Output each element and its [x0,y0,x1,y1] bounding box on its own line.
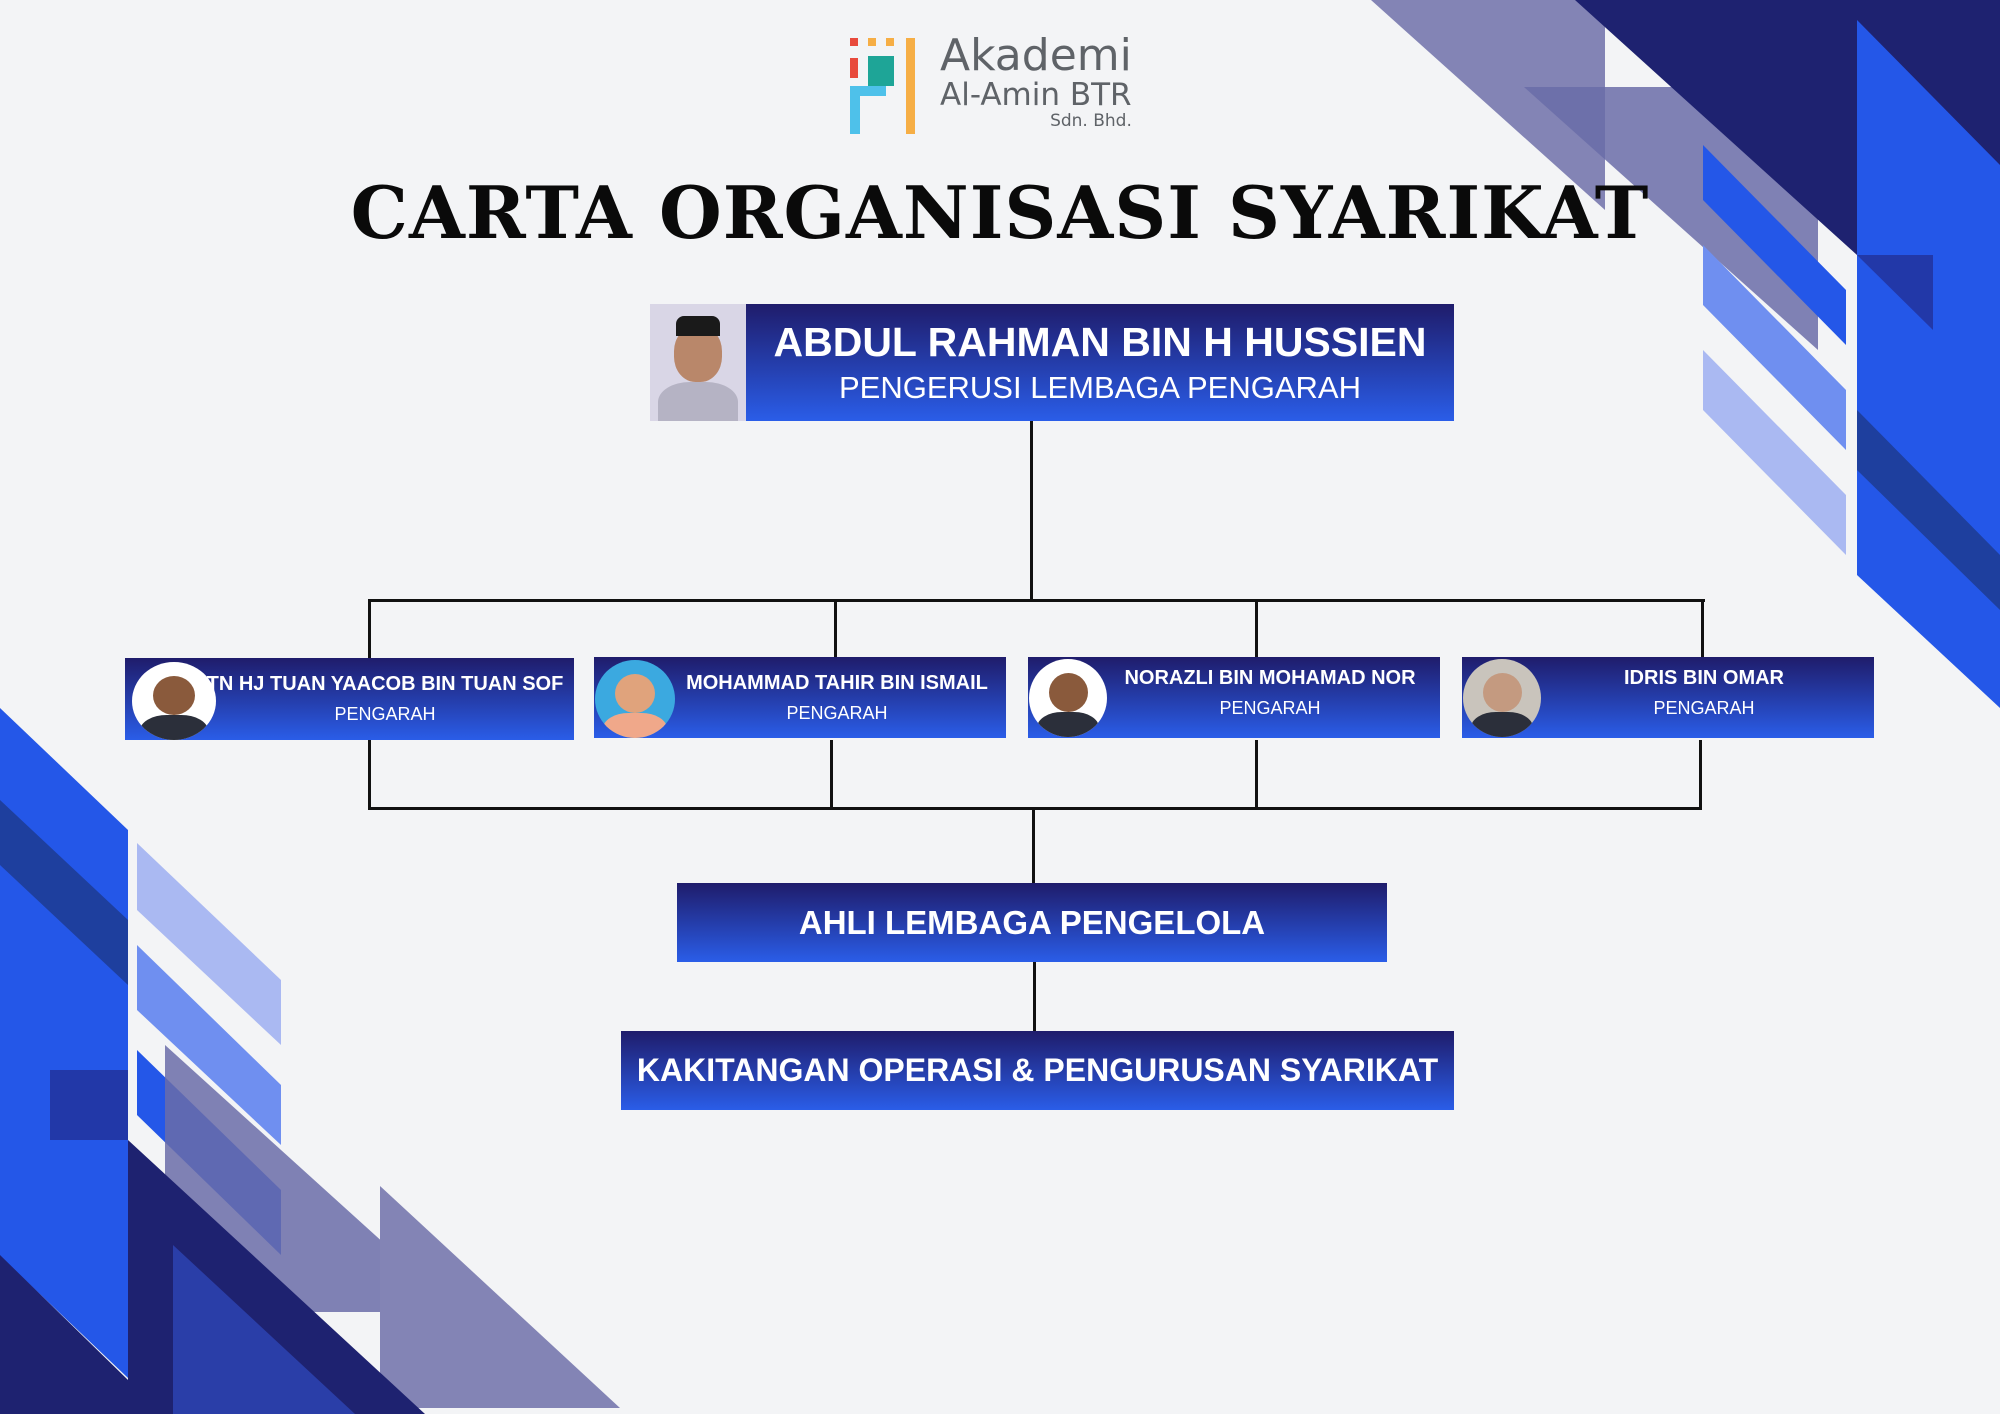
logo-line2: Al-Amin BTR [940,77,1132,113]
chairman-photo [650,304,746,421]
connector [1255,599,1258,658]
page-title: CARTA ORGANISASI SYARIKAT [350,170,1650,255]
chairman-name: ABDUL RAHMAN BIN H HUSSIEN [773,319,1427,365]
connector [1699,740,1702,810]
director-photo [1029,659,1107,737]
staff-box: KAKITANGAN OPERASI & PENGURUSAN SYARIKAT [621,1031,1454,1110]
staff-label: KAKITANGAN OPERASI & PENGURUSAN SYARIKAT [636,1052,1439,1088]
logo-line3: Sdn. Bhd. [1050,111,1132,131]
management-box: AHLI LEMBAGA PENGELOLA [677,883,1387,962]
director-role: PENGARAH [1219,698,1321,718]
director-role: PENGARAH [786,702,888,723]
director-name: MOHAMMAD TAHIR BIN ISMAIL [686,671,988,694]
connector [830,740,833,810]
connector [368,740,371,810]
director-name: TN HJ TUAN YAACOB BIN TUAN SOF [206,673,564,695]
connector [1255,740,1258,810]
logo-line1: Akademi [940,30,1132,81]
connector [368,807,1702,810]
director-name: NORAZLI BIN MOHAMAD NOR [1124,667,1416,689]
director-role: PENGARAH [334,704,436,724]
connector [1701,599,1704,658]
company-logo: Akademi Al-Amin BTR Sdn. Bhd. [848,30,1148,136]
connector [1033,962,1036,1031]
director-photo [1463,659,1541,737]
chairman-role: PENGERUSI LEMBAGA PENGARAH [839,370,1361,405]
director-photo [595,660,675,738]
director-name: IDRIS BIN OMAR [1624,667,1784,689]
director-photo [132,662,216,740]
logo-mark-icon [850,38,915,134]
connector [368,599,371,658]
connector [1032,809,1035,883]
chairman-box: ABDUL RAHMAN BIN H HUSSIEN PENGERUSI LEM… [746,304,1454,421]
connector [1030,421,1033,601]
connector [369,599,1705,602]
management-label: AHLI LEMBAGA PENGELOLA [798,903,1266,941]
director-role: PENGARAH [1653,698,1755,718]
connector [834,599,837,658]
